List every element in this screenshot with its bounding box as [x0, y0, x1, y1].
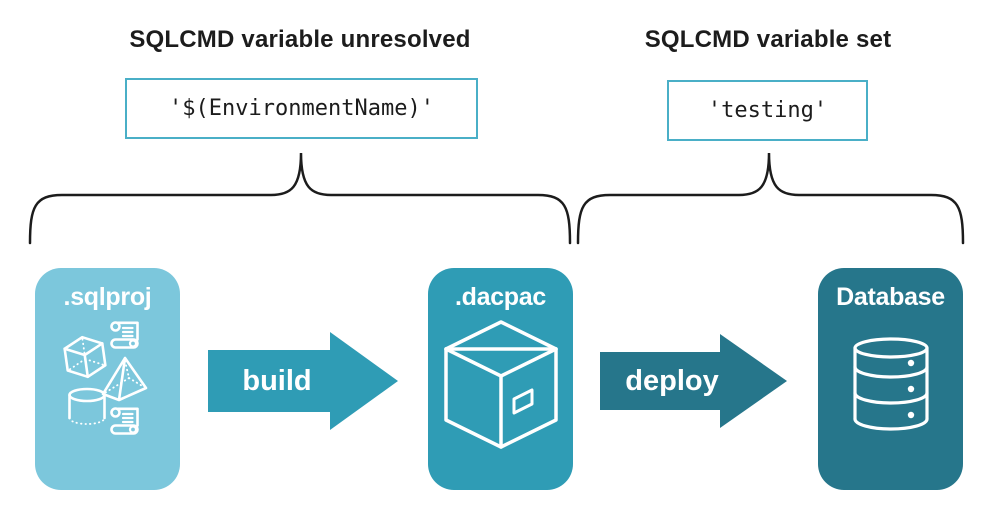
cylinder-icon — [67, 387, 106, 425]
script-scroll-icon — [109, 321, 139, 349]
right-curly-brace — [576, 152, 965, 245]
left-heading: SQLCMD variable unresolved — [129, 26, 471, 53]
left-curly-brace — [28, 152, 572, 245]
build-arrow-label: build — [242, 365, 312, 397]
resolved-variable-code-box: 'testing' — [667, 80, 868, 141]
node-sqlproj-label: .sqlproj — [63, 283, 152, 311]
dacpac-package-icon — [443, 320, 558, 449]
deploy-arrow-label: deploy — [625, 365, 719, 397]
pyramid-icon — [101, 356, 147, 402]
unresolved-variable-code: '$(EnvironmentName)' — [169, 96, 434, 121]
sql-project-objects-icon — [62, 321, 147, 435]
unresolved-variable-code-box: '$(EnvironmentName)' — [125, 78, 478, 139]
cube-icon — [62, 335, 107, 379]
right-heading: SQLCMD variable set — [644, 26, 892, 53]
node-database-label: Database — [836, 283, 945, 311]
resolved-variable-code: 'testing' — [707, 98, 828, 123]
node-database: Database — [818, 268, 963, 490]
node-dacpac-label: .dacpac — [454, 283, 546, 311]
script-scroll-icon — [109, 407, 139, 435]
database-icon — [852, 337, 929, 431]
node-dacpac: .dacpac — [428, 268, 573, 490]
node-sqlproj: .sqlproj — [35, 268, 180, 490]
